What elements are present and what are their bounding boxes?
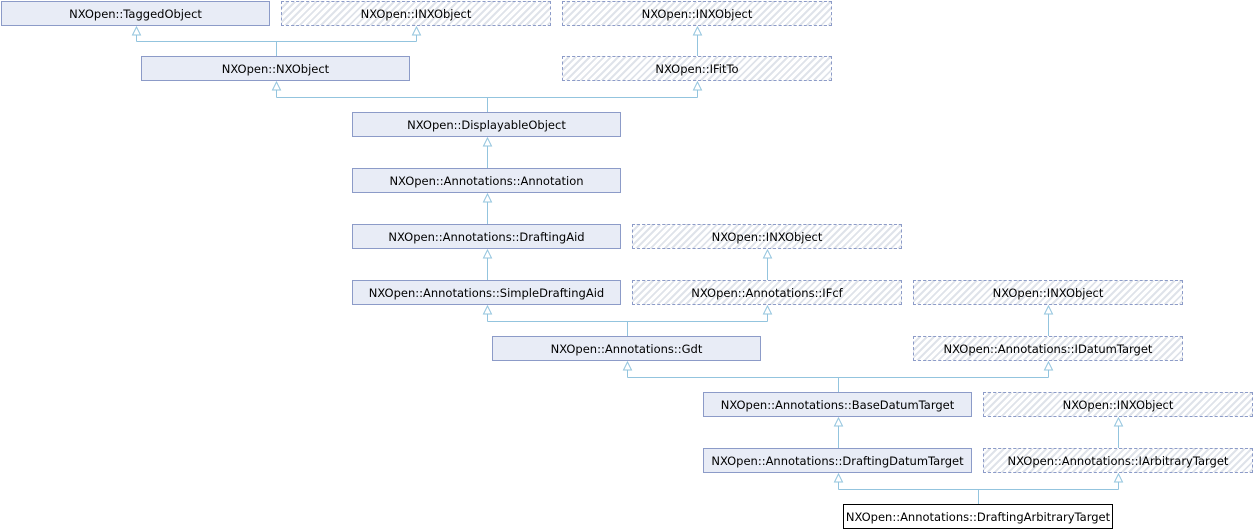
inheritance-arrowhead <box>762 304 773 315</box>
node-label: NXOpen::Annotations::IDatumTarget <box>943 341 1153 356</box>
inheritance-edge <box>276 89 698 112</box>
node-label: NXOpen::Annotations::DraftingAid <box>388 229 585 244</box>
node-idatum-target[interactable]: NXOpen::Annotations::IDatumTarget <box>913 336 1183 361</box>
inheritance-arrowhead <box>622 360 633 371</box>
inheritance-arrowhead <box>271 80 282 91</box>
node-annotation[interactable]: NXOpen::Annotations::Annotation <box>352 168 621 193</box>
node-gdt[interactable]: NXOpen::Annotations::Gdt <box>492 336 761 361</box>
inheritance-arrowhead <box>482 304 493 315</box>
node-ifcf[interactable]: NXOpen::Annotations::IFcf <box>632 280 902 305</box>
inheritance-arrowhead <box>833 416 844 427</box>
inheritance-edge <box>627 369 1049 392</box>
node-drafting-arbitrary-target[interactable]: NXOpen::Annotations::DraftingArbitraryTa… <box>843 504 1113 529</box>
node-iarbitrary-target[interactable]: NXOpen::Annotations::IArbitraryTarget <box>983 448 1253 473</box>
inheritance-arrowhead <box>482 136 493 147</box>
inheritance-arrowhead <box>1113 472 1124 483</box>
node-label: NXOpen::INXObject <box>992 285 1104 300</box>
inheritance-arrowhead <box>692 25 703 36</box>
node-tagged-object[interactable]: NXOpen::TaggedObject <box>1 1 270 26</box>
node-label: NXOpen::Annotations::SimpleDraftingAid <box>368 285 605 300</box>
node-label: NXOpen::NXObject <box>221 61 330 76</box>
inheritance-arrowhead <box>1043 304 1054 315</box>
node-simple-drafting-aid[interactable]: NXOpen::Annotations::SimpleDraftingAid <box>352 280 621 305</box>
inheritance-arrowhead <box>482 192 493 203</box>
node-label: NXOpen::INXObject <box>711 229 823 244</box>
node-label: NXOpen::INXObject <box>641 6 753 21</box>
node-drafting-aid[interactable]: NXOpen::Annotations::DraftingAid <box>352 224 621 249</box>
inheritance-arrowhead <box>833 472 844 483</box>
node-label: NXOpen::Annotations::IArbitraryTarget <box>1007 453 1229 468</box>
inheritance-edge <box>136 34 417 56</box>
node-nx-object[interactable]: NXOpen::NXObject <box>141 56 410 81</box>
node-label: NXOpen::Annotations::Annotation <box>389 173 584 188</box>
node-label: NXOpen::Annotations::DraftingDatumTarget <box>711 453 964 468</box>
node-label: NXOpen::INXObject <box>1062 397 1174 412</box>
inheritance-edge <box>838 481 1119 504</box>
node-label: NXOpen::Annotations::BaseDatumTarget <box>720 397 955 412</box>
node-label: NXOpen::Annotations::Gdt <box>550 341 703 356</box>
node-inx-object[interactable]: NXOpen::INXObject <box>562 1 832 26</box>
inheritance-edge <box>487 313 768 336</box>
node-label: NXOpen::Annotations::IFcf <box>691 285 843 300</box>
node-label: NXOpen::IFitTo <box>655 61 739 76</box>
node-inx-object[interactable]: NXOpen::INXObject <box>913 280 1183 305</box>
inheritance-arrowhead <box>411 25 422 36</box>
node-label: NXOpen::INXObject <box>360 6 472 21</box>
node-inx-object[interactable]: NXOpen::INXObject <box>281 1 551 26</box>
inheritance-arrowhead <box>762 248 773 259</box>
inheritance-arrowhead <box>1113 416 1124 427</box>
node-label: NXOpen::TaggedObject <box>69 6 202 21</box>
node-inx-object[interactable]: NXOpen::INXObject <box>983 392 1253 417</box>
inheritance-arrowhead <box>692 80 703 91</box>
node-inx-object[interactable]: NXOpen::INXObject <box>632 224 902 249</box>
node-label: NXOpen::Annotations::DraftingArbitraryTa… <box>845 509 1111 524</box>
inheritance-arrowhead <box>131 25 142 36</box>
inheritance-arrowhead <box>1043 360 1054 371</box>
node-label: NXOpen::DisplayableObject <box>407 117 566 132</box>
node-ifit-to[interactable]: NXOpen::IFitTo <box>562 56 832 81</box>
inheritance-arrowhead <box>482 248 493 259</box>
node-drafting-datum-target[interactable]: NXOpen::Annotations::DraftingDatumTarget <box>703 448 972 473</box>
node-base-datum-target[interactable]: NXOpen::Annotations::BaseDatumTarget <box>703 392 972 417</box>
node-displayable-object[interactable]: NXOpen::DisplayableObject <box>352 112 621 137</box>
